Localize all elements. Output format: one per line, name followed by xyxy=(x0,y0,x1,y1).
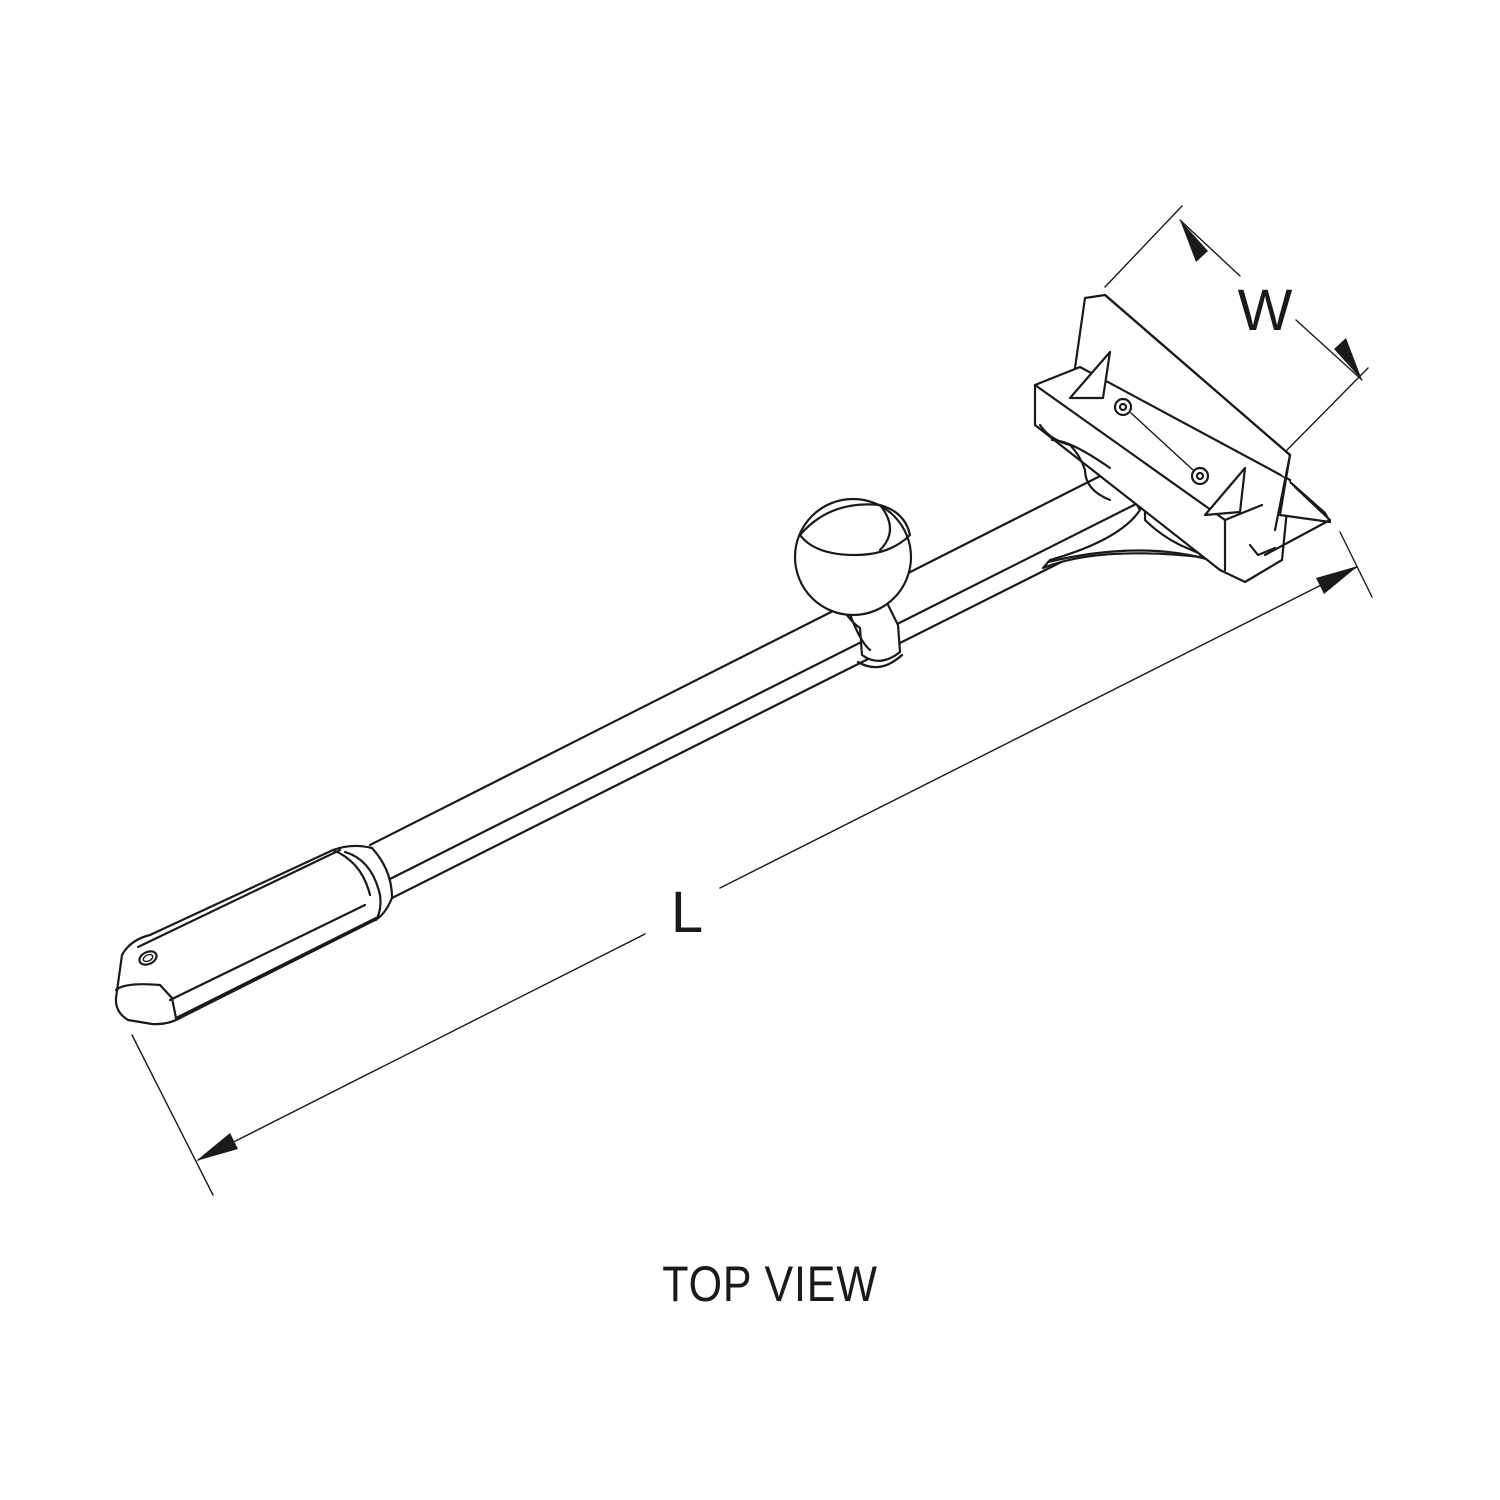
width-arrow-upper xyxy=(1180,220,1208,262)
width-extension-line-right xyxy=(1286,367,1369,451)
width-dimension-line-upper xyxy=(1179,219,1241,277)
length-dimension: L xyxy=(131,531,1373,1196)
length-dimension-line-lower xyxy=(197,933,646,1161)
width-dimension: W xyxy=(1104,205,1369,451)
handle-grip xyxy=(114,844,394,1026)
length-extension-line-right xyxy=(1339,531,1373,598)
length-dimension-line-upper xyxy=(719,566,1358,889)
view-caption: TOP VIEW xyxy=(662,1256,878,1312)
length-label: L xyxy=(671,880,703,945)
width-label: W xyxy=(1238,278,1293,343)
handle-shaft xyxy=(368,466,1147,900)
length-extension-line-left xyxy=(131,1034,214,1196)
length-arrow-left xyxy=(196,1133,238,1161)
scraper-tool xyxy=(114,293,1332,1026)
width-extension-line-left xyxy=(1104,205,1183,288)
width-dimension-line-lower xyxy=(1295,319,1363,381)
knob xyxy=(793,497,913,669)
scraper-head xyxy=(1033,293,1332,584)
width-arrow-lower xyxy=(1334,338,1362,380)
length-arrow-right xyxy=(1316,566,1358,594)
